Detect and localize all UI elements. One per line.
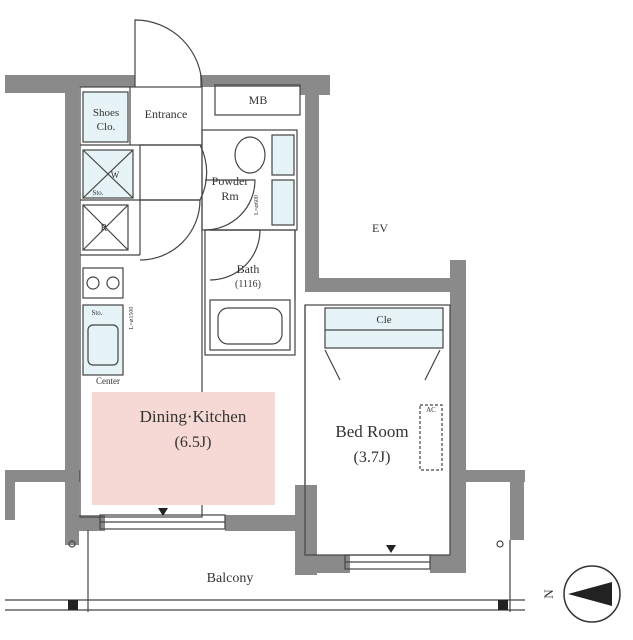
fixtures [82, 91, 444, 471]
label-bath-size: (1116) [235, 279, 261, 290]
label-bed-room: Bed Room [335, 422, 408, 441]
window-marker-dining [158, 508, 168, 516]
label-dining-kitchen-size: (6.5J) [175, 434, 212, 451]
stove [82, 267, 124, 299]
walls [5, 75, 525, 575]
window-marker-bedroom [386, 545, 396, 553]
label-cle: Cle [376, 314, 391, 326]
label-ev: EV [372, 221, 388, 235]
dim-powder: L=⌀600 [254, 195, 260, 215]
dim-kitchen: L=⌀1500 [129, 307, 135, 330]
ac-unit [419, 404, 443, 471]
label-shoes-line2: Clo. [97, 121, 116, 133]
label-sto-kitchen: Sto. [91, 309, 102, 317]
windows [99, 508, 431, 570]
bathtub [209, 299, 291, 351]
balcony-railing [5, 530, 525, 612]
shoes-closet-box [82, 91, 129, 143]
north-arrow-icon [568, 582, 612, 606]
label-bed-room-size: (3.7J) [354, 449, 391, 466]
compass: N [541, 565, 621, 623]
label-entrance: Entrance [145, 107, 188, 121]
closet-box [324, 307, 444, 349]
compass-label: N [541, 589, 556, 599]
refrigerator-box [82, 204, 129, 251]
label-sto-washer: Sto. [92, 189, 103, 197]
label-bath: Bath [237, 262, 260, 276]
powder-room-sink [271, 134, 295, 176]
label-r: R [101, 223, 108, 234]
label-ac: AC [426, 406, 436, 414]
label-dining-kitchen: Dining·Kitchen [140, 407, 247, 426]
label-wm: W [111, 170, 120, 180]
room-labels: Entrance MB Powder Rm EV Bath (1116) Cle… [91, 93, 436, 586]
label-mb: MB [249, 93, 268, 107]
label-shoes-line1: Shoes [93, 107, 119, 119]
label-powder-1: Powder [212, 174, 249, 188]
label-balcony: Balcony [207, 571, 254, 586]
doors [134, 19, 441, 381]
dining-kitchen-area [92, 392, 275, 505]
label-center: Center [96, 376, 120, 386]
powder-room-shelf [271, 179, 295, 226]
label-powder-2: Rm [221, 189, 239, 203]
